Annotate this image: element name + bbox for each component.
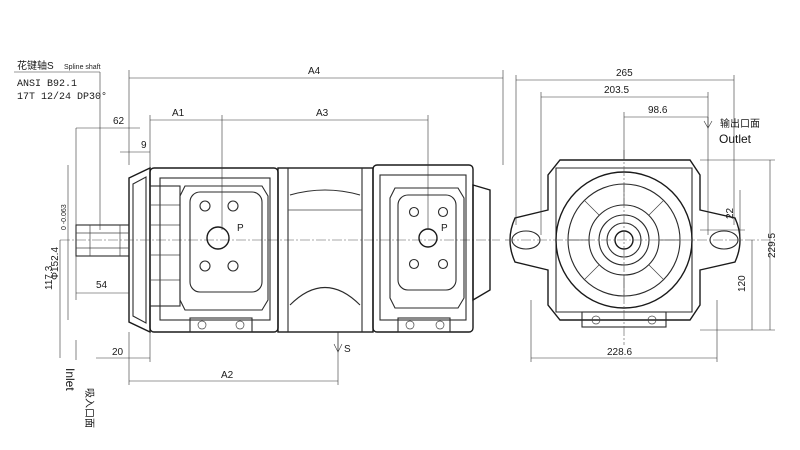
dim-tol: 0 -0.063 — [61, 204, 68, 230]
spline-title-en: Spline shaft — [64, 64, 101, 71]
dim-a3: A3 — [316, 108, 329, 119]
dim-22: 22 — [725, 207, 736, 219]
rear-port-label: P — [441, 223, 448, 234]
dim-98: 98.6 — [648, 105, 668, 116]
dim-120: 120 — [737, 275, 748, 292]
suction-label: S — [344, 344, 351, 355]
dim-9: 9 — [141, 140, 147, 151]
dim-a2: A2 — [221, 370, 234, 381]
side-view: P P A4 — [14, 59, 504, 428]
dim-265: 265 — [616, 68, 633, 79]
spline-spec: 17T 12/24 DP30° — [17, 91, 107, 103]
inlet-label-cn: 吸入口面 — [83, 388, 94, 428]
dim-228: 228.6 — [607, 347, 632, 358]
front-port-label: P — [237, 223, 244, 234]
inlet-label-en: Inlet — [63, 368, 77, 391]
dim-117: 117.3 — [44, 265, 55, 290]
dim-203: 203.5 — [604, 85, 629, 96]
dim-20: 20 — [112, 347, 124, 358]
dim-dia: Φ152.4 — [50, 247, 61, 280]
end-view: 265 203.5 98.6 输出口面 Outlet 22 229.5 120 … — [505, 68, 778, 362]
spline-title-cn: 花键轴S — [17, 59, 54, 72]
dim-a1: A1 — [172, 108, 185, 119]
outlet-label-en: Outlet — [719, 132, 752, 146]
outlet-label-cn: 输出口面 — [720, 117, 760, 130]
dim-229: 229.5 — [767, 233, 778, 258]
dim-a4: A4 — [308, 66, 321, 77]
spline-standard: ANSI B92.1 — [17, 79, 77, 90]
dim-54: 54 — [96, 280, 108, 291]
dim-62: 62 — [113, 116, 125, 127]
